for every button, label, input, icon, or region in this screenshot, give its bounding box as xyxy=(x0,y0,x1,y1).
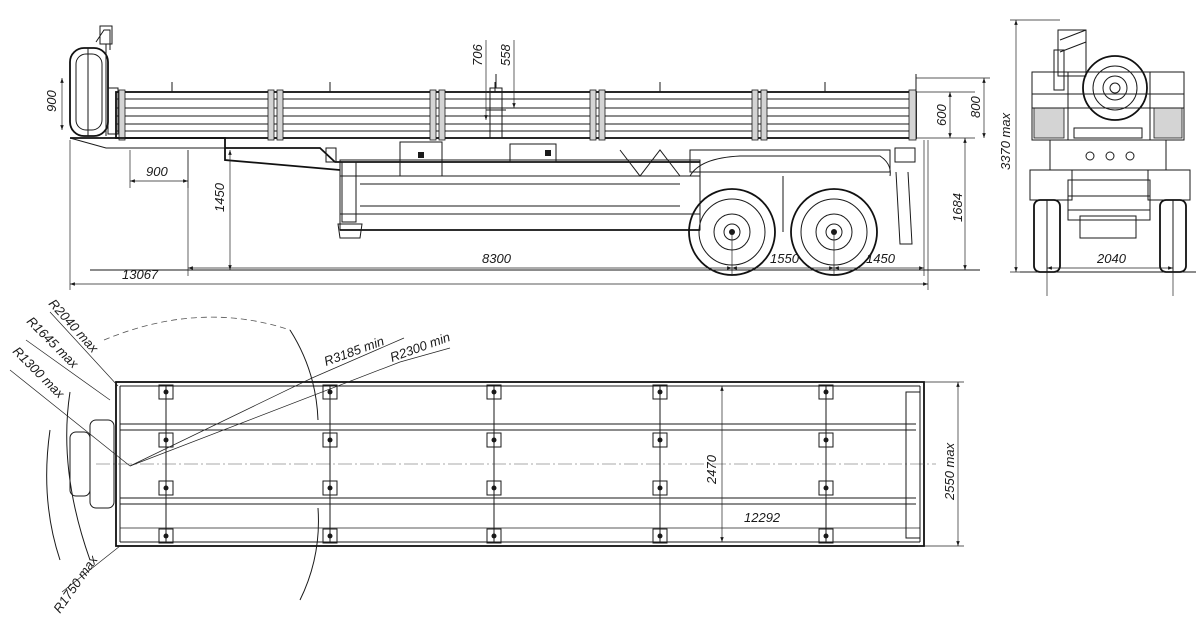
front-headboard xyxy=(69,25,119,137)
stake-bolt xyxy=(327,389,333,395)
stake-bracket xyxy=(818,528,834,544)
dim-axle-spacing: 1550 xyxy=(770,251,800,266)
stake-bolt xyxy=(657,389,663,395)
stake-bolt xyxy=(163,485,169,491)
stake-bracket xyxy=(486,480,502,496)
stake-bracket xyxy=(486,528,502,544)
dim-rear-overhang: 1450 xyxy=(866,251,896,266)
chassis xyxy=(69,137,916,245)
dim-stake-558: 558 xyxy=(498,44,513,66)
dim-side-600: 600 xyxy=(934,104,949,126)
stake-bracket xyxy=(818,432,834,448)
stake-bracket xyxy=(158,480,174,496)
stake-bolt xyxy=(327,437,333,443)
stake-bolt xyxy=(163,437,169,443)
dim-wheelbase: 8300 xyxy=(482,251,512,266)
dim-overall-width: 2550 max xyxy=(942,442,957,501)
dim-inner-width: 2470 xyxy=(704,454,719,485)
stake-bracket xyxy=(818,384,834,400)
stake-bolt xyxy=(491,389,497,395)
stake-bracket xyxy=(652,480,668,496)
stake-bracket xyxy=(158,432,174,448)
stake-bolt xyxy=(823,485,829,491)
side-dimensions xyxy=(60,40,990,290)
stake-bracket xyxy=(158,528,174,544)
center-stake xyxy=(486,74,506,139)
stake-bracket xyxy=(322,480,338,496)
side-view: 13067 8300 1550 1450 900 900 1450 1684 6… xyxy=(44,25,990,290)
stake-bracket xyxy=(322,432,338,448)
top-view: R2040 max R1645 max R1300 max R1750 max … xyxy=(9,296,964,616)
dim-deck-length: 12292 xyxy=(744,510,781,525)
dim-overall-height: 3370 max xyxy=(998,112,1013,170)
dim-r2300: R2300 min xyxy=(388,329,452,365)
dim-deck-height: 1684 xyxy=(950,193,965,222)
stake-bolt xyxy=(491,437,497,443)
stake-bracket xyxy=(652,432,668,448)
side-boards xyxy=(115,74,917,141)
dim-front-height: 900 xyxy=(44,90,59,112)
stake-bracket xyxy=(652,384,668,400)
stake-bracket xyxy=(486,432,502,448)
stake-bolt xyxy=(823,533,829,539)
stake-bolt xyxy=(823,437,829,443)
dim-stake-706: 706 xyxy=(470,44,485,66)
stake-bolt xyxy=(491,533,497,539)
stake-bracket xyxy=(652,528,668,544)
stake-brackets xyxy=(158,384,834,544)
stake-bolt xyxy=(491,485,497,491)
stake-bolt xyxy=(163,533,169,539)
rear-view: 3370 max 2040 xyxy=(998,19,1196,296)
stake-bracket xyxy=(322,528,338,544)
dim-r3185: R3185 min xyxy=(322,333,386,369)
stake-bolt xyxy=(327,485,333,491)
stake-bolt xyxy=(823,389,829,395)
stake-bolt xyxy=(163,389,169,395)
stake-bracket xyxy=(818,480,834,496)
stake-bolt xyxy=(657,485,663,491)
stake-bolt xyxy=(657,437,663,443)
dim-front-offset: 900 xyxy=(146,164,168,179)
stake-bolt xyxy=(327,533,333,539)
stake-bolt xyxy=(657,533,663,539)
stake-bracket xyxy=(486,384,502,400)
dim-side-800: 800 xyxy=(968,96,983,118)
dim-track-width: 2040 xyxy=(1096,251,1127,266)
dim-r1750: R1750 max xyxy=(50,552,101,615)
dim-overall-length: 13067 xyxy=(122,267,159,282)
stake-bracket xyxy=(158,384,174,400)
dim-kingpin-height: 1450 xyxy=(212,182,227,212)
